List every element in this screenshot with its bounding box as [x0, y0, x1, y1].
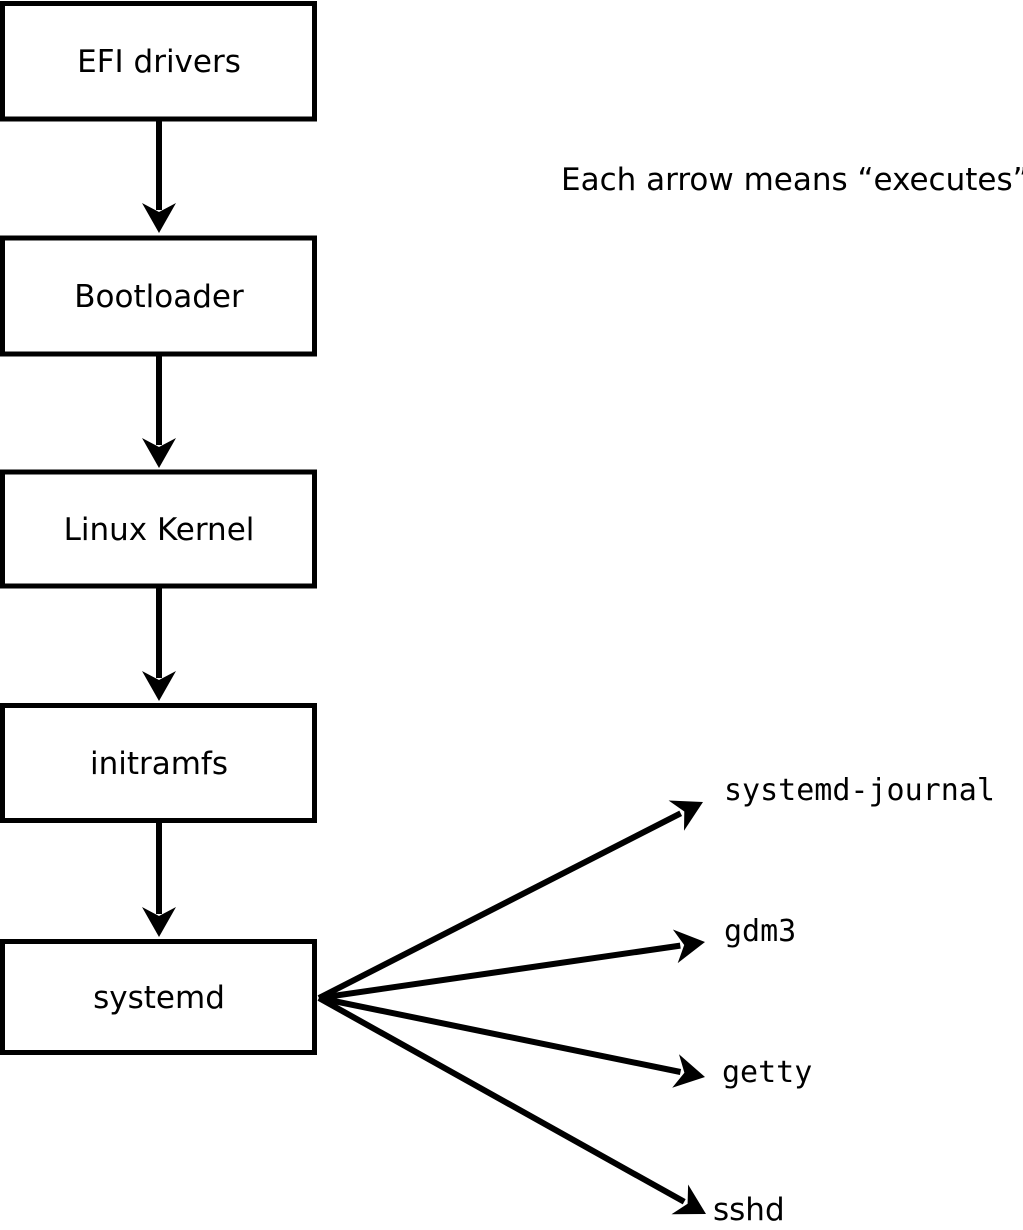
service-label-systemd-journal: systemd-journal	[724, 773, 995, 808]
box-efi-drivers	[0, 1, 317, 122]
arrow-shaft	[318, 942, 681, 1001]
arrow-shaft	[317, 810, 683, 1001]
arrow-initramfs-to-systemd	[142, 823, 176, 937]
arrowhead-icon	[672, 929, 705, 964]
box-bootloader	[0, 235, 317, 357]
chain-arrows	[142, 121, 176, 937]
fanout-arrows	[317, 800, 706, 1215]
box-label-initramfs: initramfs	[90, 746, 228, 782]
arrow-systemd-to-getty	[318, 995, 705, 1088]
arrowhead-icon	[142, 438, 176, 468]
service-label-getty: getty	[722, 1055, 812, 1090]
box-label-bootloader: Bootloader	[74, 279, 244, 315]
arrow-systemd-to-journal	[317, 800, 703, 1001]
annotation-note: Each arrow means “executes”.	[561, 162, 1023, 198]
box-label-systemd: systemd	[93, 980, 225, 1016]
arrowhead-icon	[142, 203, 176, 233]
arrowhead-icon	[668, 800, 703, 831]
arrow-shaft	[317, 995, 686, 1205]
arrowhead-icon	[672, 1054, 705, 1088]
chain-boxes: EFI drivers Bootloader Linux Kernel init…	[0, 1, 317, 1055]
box-initramfs	[0, 703, 317, 823]
arrow-kernel-to-initramfs	[142, 588, 176, 701]
arrow-shaft	[318, 995, 682, 1075]
service-label-sshd: sshd	[713, 1192, 785, 1228]
arrow-systemd-to-sshd	[317, 995, 706, 1215]
box-label-efi-drivers: EFI drivers	[77, 44, 241, 80]
box-systemd	[0, 939, 317, 1055]
service-labels: systemd-journal gdm3 getty sshd	[713, 773, 995, 1228]
service-label-gdm3: gdm3	[724, 914, 796, 949]
arrowhead-icon	[671, 1184, 706, 1215]
arrowhead-icon	[142, 671, 176, 701]
arrowhead-icon	[142, 907, 176, 937]
box-label-linux-kernel: Linux Kernel	[64, 512, 255, 548]
arrow-bootloader-to-kernel	[142, 356, 176, 468]
box-linux-kernel	[0, 469, 317, 589]
arrow-systemd-to-gdm3	[318, 929, 705, 1001]
arrow-efi-to-bootloader	[142, 121, 176, 233]
